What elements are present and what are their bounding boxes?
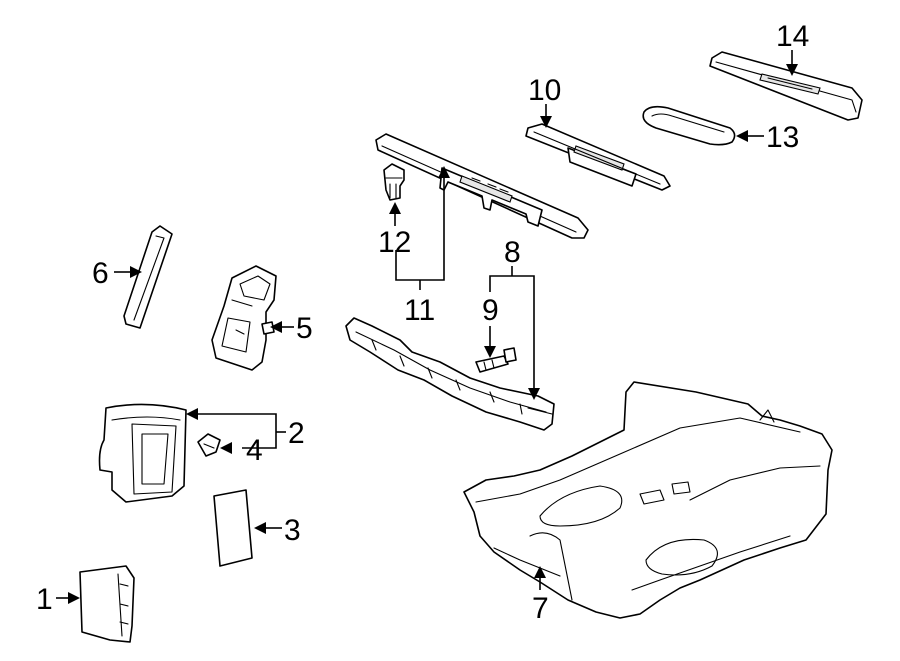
part-7-floor-carpet	[463, 381, 833, 619]
callout-8: 8	[504, 236, 521, 269]
leader-10	[540, 104, 552, 128]
leader-3	[254, 522, 282, 534]
callout-10: 10	[528, 74, 561, 107]
part-3-cover-plate	[213, 489, 253, 567]
leader-9	[484, 326, 496, 358]
part-11-trim-panel	[375, 133, 589, 239]
part-8-reinforcement	[345, 317, 555, 431]
part-5-pillar-bracket	[211, 265, 277, 371]
callout-13: 13	[766, 121, 799, 154]
part-14-sill-plate	[709, 51, 863, 121]
part-2-quarter-trim	[98, 403, 187, 503]
callout-14: 14	[776, 20, 809, 53]
part-9-bolt	[475, 347, 517, 373]
callout-1: 1	[36, 583, 53, 616]
callout-5: 5	[296, 312, 313, 345]
leader-2-4	[186, 408, 286, 454]
callout-9: 9	[482, 294, 499, 327]
leader-12	[389, 202, 401, 226]
part-13-pad	[642, 105, 736, 146]
leader-1	[56, 592, 80, 604]
callout-6: 6	[92, 257, 109, 290]
leader-5	[270, 321, 294, 333]
part-12-clip	[383, 163, 405, 201]
callout-12: 12	[378, 226, 411, 259]
part-4-clip	[197, 433, 221, 457]
part-6-pillar-trim	[123, 225, 173, 329]
leader-7	[534, 566, 546, 590]
leader-6	[114, 266, 142, 278]
callout-2: 2	[288, 417, 305, 450]
callout-3: 3	[284, 514, 301, 547]
callout-4: 4	[246, 434, 263, 467]
part-1-corner-bracket	[79, 565, 135, 643]
leader-14	[786, 50, 798, 76]
callout-7: 7	[532, 592, 549, 625]
leader-11	[395, 166, 450, 290]
part-10-scuff-plate	[525, 123, 671, 191]
leader-13	[736, 130, 764, 142]
leader-8	[489, 266, 540, 400]
callout-11: 11	[404, 294, 435, 327]
